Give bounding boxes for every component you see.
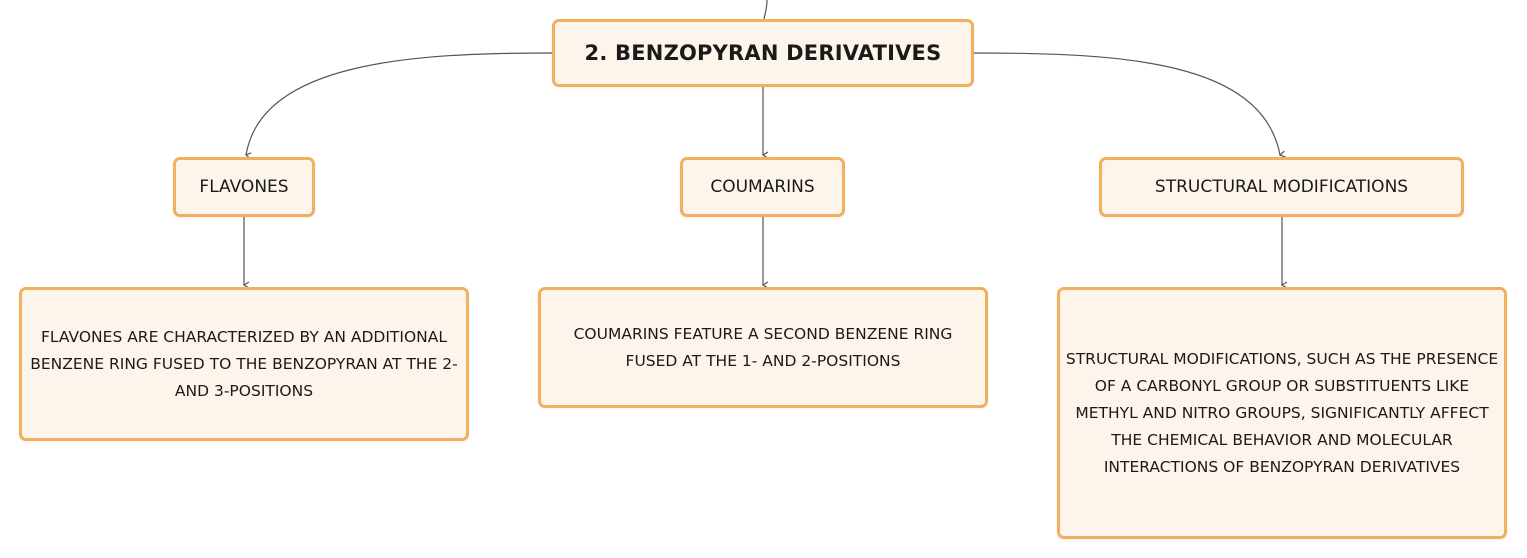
category-node-label: FLAVONES [199,177,289,197]
description-text: FLAVONES ARE CHARACTERIZED BY AN ADDITIO… [30,327,458,400]
description-node-structural-modifications[interactable]: STRUCTURAL MODIFICATIONS, SUCH AS THE PR… [1057,287,1507,539]
connector-root-to-flavones [244,52,553,160]
category-node-flavones[interactable]: FLAVONES [173,157,315,217]
connector-root-to-structural [973,52,1286,158]
root-node-label: 2. BENZOPYRAN DERIVATIVES [584,41,942,65]
category-node-coumarins[interactable]: COUMARINS [680,157,845,217]
connector-parent-to-root [763,0,768,20]
category-node-structural-modifications[interactable]: STRUCTURAL MODIFICATIONS [1099,157,1464,217]
description-node-coumarins[interactable]: COUMARINS FEATURE A SECOND BENZENE RING … [538,287,988,408]
category-node-label: COUMARINS [710,177,815,197]
category-node-label: STRUCTURAL MODIFICATIONS [1154,177,1409,197]
description-text: COUMARINS FEATURE A SECOND BENZENE RING … [573,324,953,370]
description-text: STRUCTURAL MODIFICATIONS, SUCH AS THE PR… [1065,349,1499,476]
description-node-flavones[interactable]: FLAVONES ARE CHARACTERIZED BY AN ADDITIO… [19,287,469,441]
root-node[interactable]: 2. BENZOPYRAN DERIVATIVES [552,19,974,87]
